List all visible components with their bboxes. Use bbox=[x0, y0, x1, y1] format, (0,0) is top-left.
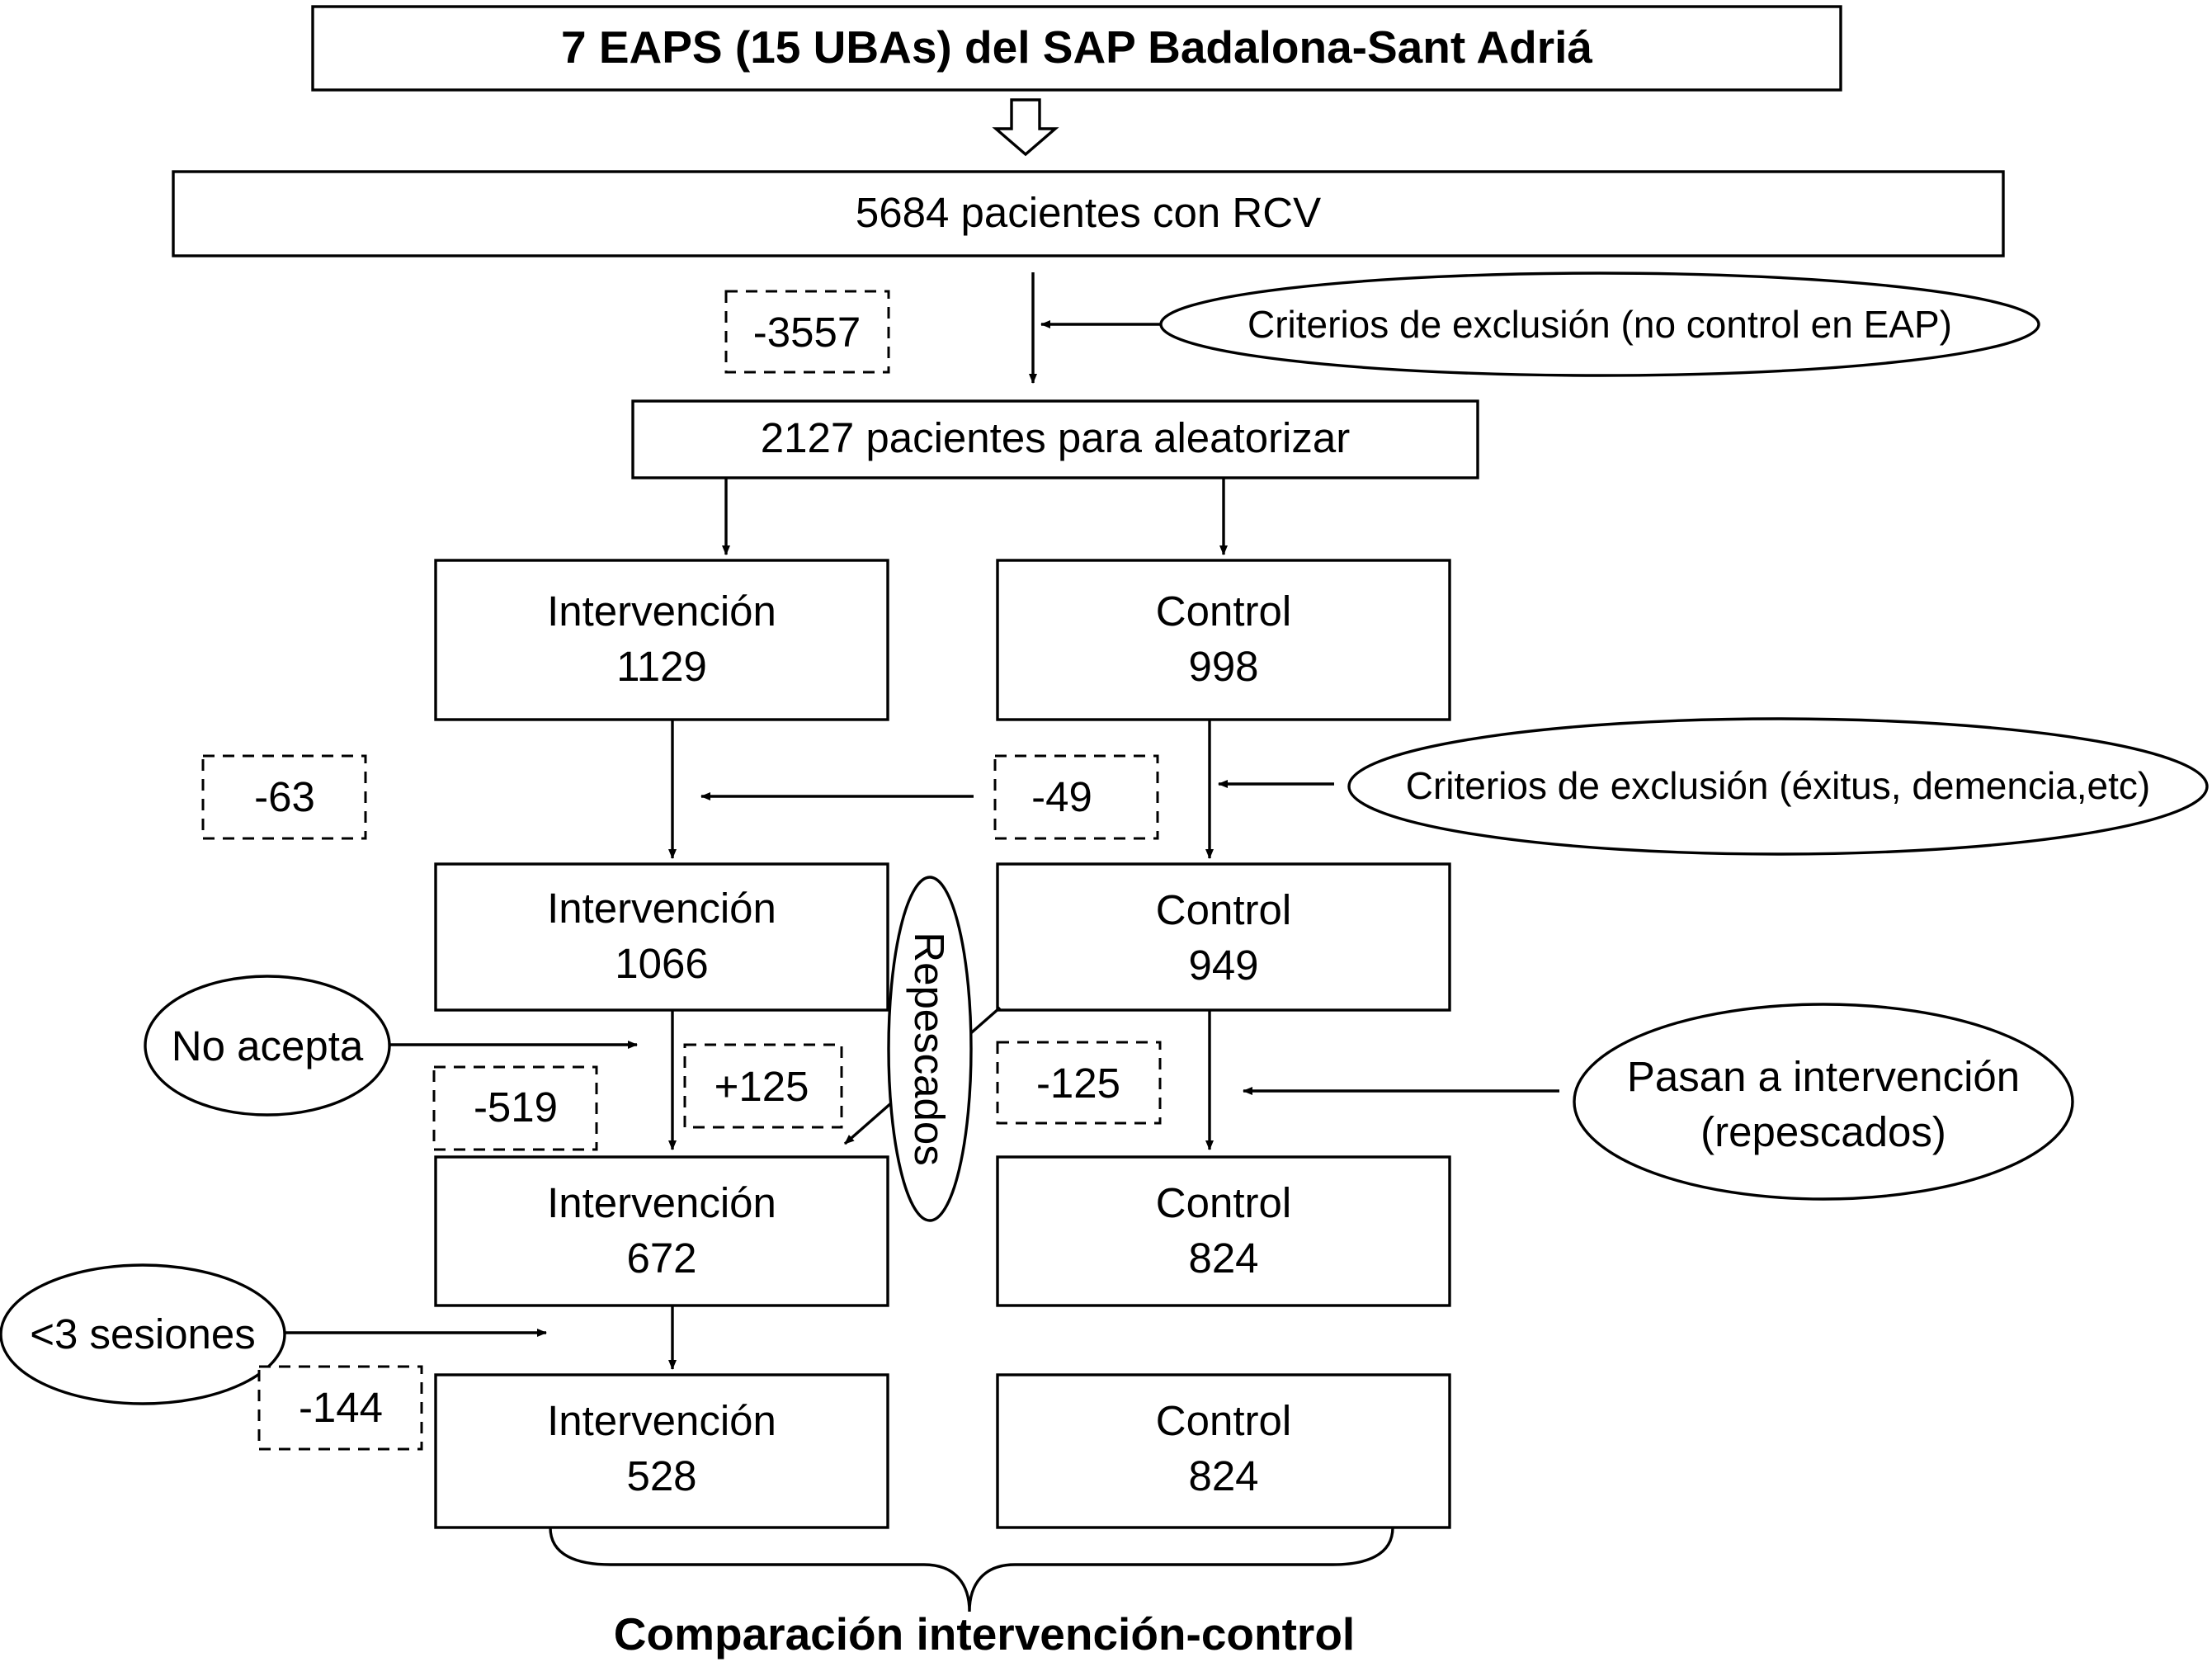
header-box: 7 EAPS (15 UBAs) del SAP Badalona-Sant A… bbox=[311, 5, 1842, 92]
control-box-4: Control 824 bbox=[996, 1373, 1451, 1529]
control-transfer-count: -125 bbox=[1036, 1060, 1120, 1107]
control-4-value: 824 bbox=[1188, 1452, 1258, 1499]
sessions-label: <3 sesiones bbox=[30, 1310, 256, 1357]
to-intervention-line-2: (repescados) bbox=[1700, 1108, 1946, 1155]
total-patients-box: 5684 pacientes con RCV bbox=[172, 170, 2005, 257]
intervention-box-3: Intervención 672 bbox=[434, 1155, 889, 1307]
intervention-box-4: Intervención 528 bbox=[434, 1373, 889, 1529]
intervention-box-2: Intervención 1066 bbox=[434, 862, 889, 1012]
control-box-3: Control 824 bbox=[996, 1155, 1451, 1307]
control-1-value: 998 bbox=[1188, 643, 1258, 690]
randomize-box: 2127 pacientes para aleatorizar bbox=[631, 399, 1479, 479]
control-1-label: Control bbox=[1156, 588, 1291, 635]
no-accept-count: -519 bbox=[474, 1084, 558, 1131]
control-box-1: Control 998 bbox=[996, 559, 1451, 721]
control-transfer-count-box: -125 bbox=[996, 1041, 1162, 1125]
sessions-count: -144 bbox=[299, 1384, 383, 1431]
to-intervention-oval: Pasan a intervención (repescados) bbox=[1573, 1003, 2074, 1201]
intervention-3-value: 672 bbox=[626, 1235, 696, 1282]
intervention-4-label: Intervención bbox=[547, 1397, 776, 1444]
control-3-value: 824 bbox=[1188, 1235, 1258, 1282]
control-4-label: Control bbox=[1156, 1397, 1291, 1444]
exclusion-2-oval: Criterios de exclusión (éxitus, demencia… bbox=[1347, 717, 2209, 856]
control-2-label: Control bbox=[1156, 886, 1291, 933]
added-count: +125 bbox=[715, 1063, 809, 1110]
hollow-down-arrow-icon bbox=[992, 98, 1059, 157]
rescued-label: Repescados bbox=[906, 932, 953, 1166]
comparison-label: Comparación intervención-control bbox=[614, 1608, 1355, 1660]
exclusion-1-count-box: -3557 bbox=[724, 290, 890, 374]
intervention-1-value: 1129 bbox=[616, 643, 707, 690]
exclusion-2-control-count: -49 bbox=[1031, 773, 1092, 820]
intervention-2-label: Intervención bbox=[547, 885, 776, 932]
to-intervention-line-1: Pasan a intervención bbox=[1627, 1053, 2020, 1100]
rescued-oval: Repescados bbox=[887, 876, 973, 1222]
exclusion-2-criteria: Criterios de exclusión (éxitus, demencia… bbox=[1406, 764, 2150, 807]
control-3-label: Control bbox=[1156, 1179, 1291, 1226]
control-box-2: Control 949 bbox=[996, 862, 1451, 1012]
intervention-3-label: Intervención bbox=[547, 1179, 776, 1226]
comparison-brace bbox=[549, 1527, 1394, 1612]
no-accept-label: No acepta bbox=[172, 1022, 364, 1069]
exclusion-1-oval: Criterios de exclusión (no control en EA… bbox=[1159, 271, 2040, 377]
no-accept-count-box: -519 bbox=[432, 1065, 598, 1151]
exclusion-1-count: -3557 bbox=[753, 309, 861, 356]
intervention-1-label: Intervención bbox=[547, 588, 776, 635]
total-patients-label: 5684 pacientes con RCV bbox=[856, 189, 1321, 236]
exclusion-2-intervention-count-box: -63 bbox=[201, 754, 367, 840]
intervention-box-1: Intervención 1129 bbox=[434, 559, 889, 721]
control-2-value: 949 bbox=[1188, 942, 1258, 989]
exclusion-2-control-count-box: -49 bbox=[993, 754, 1159, 840]
intervention-2-value: 1066 bbox=[615, 940, 708, 987]
exclusion-2-intervention-count: -63 bbox=[254, 773, 315, 820]
header-title: 7 EAPS (15 UBAs) del SAP Badalona-Sant A… bbox=[561, 21, 1592, 73]
no-accept-oval: No acepta bbox=[144, 975, 391, 1117]
sessions-oval: <3 sesiones bbox=[0, 1263, 286, 1405]
intervention-4-value: 528 bbox=[626, 1452, 696, 1499]
exclusion-1-criteria: Criterios de exclusión (no control en EA… bbox=[1247, 303, 1952, 346]
added-count-box: +125 bbox=[683, 1043, 843, 1129]
sessions-count-box: -144 bbox=[257, 1365, 423, 1451]
randomize-label: 2127 pacientes para aleatorizar bbox=[761, 414, 1350, 461]
